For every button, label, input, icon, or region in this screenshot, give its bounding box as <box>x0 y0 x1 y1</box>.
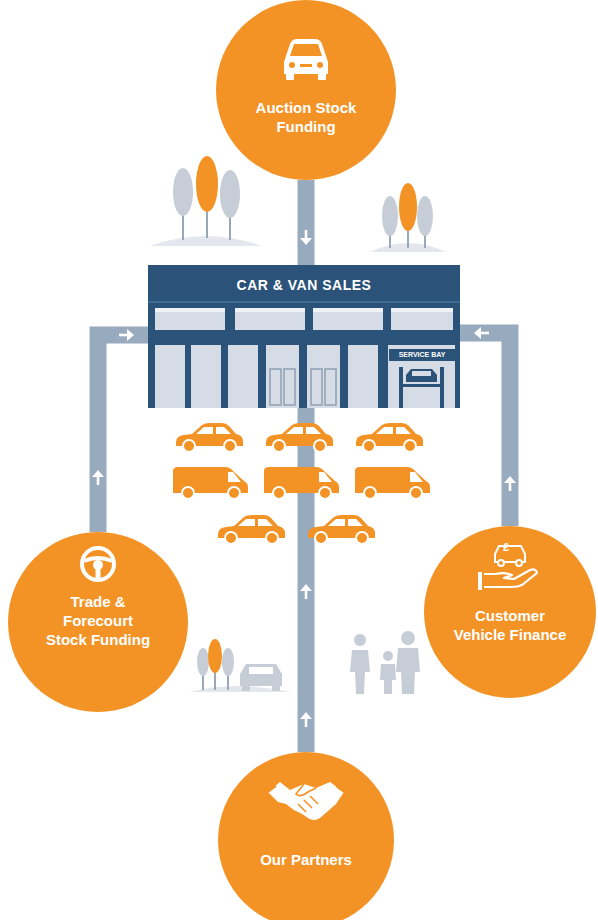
car-rows-part <box>176 423 243 452</box>
circle-fill <box>216 0 396 180</box>
node-label: Trade & Forecourt Stock Funding <box>42 592 154 649</box>
sign-text: SERVICE BAY <box>389 349 455 361</box>
trees-car-bottom-left-part <box>240 664 282 686</box>
arrow-stem <box>305 590 308 599</box>
arrow-tip <box>300 238 312 245</box>
text-block: Customer Vehicle Finance <box>448 606 572 644</box>
car-rows-part <box>266 423 333 452</box>
trees-top-right-part <box>382 196 398 236</box>
text-block: SERVICE BAY <box>389 349 455 361</box>
arrow-stem <box>305 230 308 239</box>
trees-car-bottom-left-part <box>222 648 234 676</box>
partners-circle: Our Partners <box>218 752 394 920</box>
flow-band-path <box>298 408 315 752</box>
trees-top-right-part <box>399 183 417 231</box>
car-rows-part <box>355 467 430 499</box>
building-art <box>148 265 460 408</box>
arrow-stem <box>480 332 489 335</box>
flow-band-path <box>460 333 510 526</box>
family-figures-part <box>354 634 366 646</box>
flow-band <box>460 327 516 526</box>
arrow-head <box>300 712 312 727</box>
family-figures-part <box>380 664 396 694</box>
arrow-head <box>474 327 489 339</box>
trees-car-bottom-left-part <box>249 667 273 674</box>
text-block: CAR & VAN SALES <box>148 276 460 294</box>
car-rows-part <box>264 467 339 499</box>
car-rows <box>173 423 430 544</box>
circle-fill <box>218 752 394 920</box>
arrow-tip <box>300 712 312 719</box>
showroom-building: CAR & VAN SALES SERVICE BAY <box>148 265 460 408</box>
trees-car-bottom-left-part <box>197 648 209 676</box>
funding-circle: Trade & Forecourt Stock Funding <box>8 532 188 712</box>
arrow-stem <box>305 718 308 727</box>
arrow-stem <box>119 334 128 337</box>
circle-shape <box>216 0 396 180</box>
node-label: Customer Vehicle Finance <box>448 606 572 644</box>
family-figures-part <box>401 631 415 645</box>
node-label: CAR & VAN SALES <box>148 276 460 294</box>
family-figures <box>350 631 420 694</box>
trees-car-bottom-left <box>190 639 292 692</box>
family-figures-part <box>396 648 420 694</box>
car-rows-part <box>218 515 285 544</box>
flow-band-path <box>298 180 315 265</box>
trees-car-bottom-left-part <box>190 686 292 692</box>
arrow-head <box>300 230 312 245</box>
text-block: Trade & Forecourt Stock Funding <box>42 592 154 649</box>
node-label: Our Partners <box>231 850 381 869</box>
funding-circle: Auction Stock Funding <box>216 0 396 180</box>
sign-fill <box>389 349 455 361</box>
node-label: Auction Stock Funding <box>246 98 366 136</box>
trees-top-right <box>370 183 446 252</box>
arrow-tip <box>300 584 312 591</box>
family-figures-part <box>350 650 370 694</box>
arrow-head <box>300 584 312 599</box>
trees-car-bottom-left-part <box>242 685 250 691</box>
flow-band <box>300 408 312 752</box>
car-rows-part <box>173 467 248 499</box>
arrow-stem <box>509 482 512 491</box>
flow-band <box>300 180 312 265</box>
trees-top-right-part <box>417 196 433 236</box>
car-rows-part <box>308 515 375 544</box>
circle-fill <box>8 532 188 712</box>
arrow-tip <box>504 476 516 483</box>
finance-circle: Customer Vehicle Finance <box>424 526 596 698</box>
arrow-tip <box>474 327 481 339</box>
trees-top-left-part <box>220 170 240 218</box>
trees-car-bottom-left-part <box>208 639 222 673</box>
circle-icon <box>268 782 344 820</box>
flow-band-path <box>98 335 148 532</box>
arrow-head <box>92 470 104 485</box>
arrow-head <box>119 329 134 341</box>
trees-top-left <box>150 156 262 246</box>
service-sign: SERVICE BAY <box>389 349 455 361</box>
trees-car-bottom-left-part <box>272 685 280 691</box>
family-figures-part <box>383 651 393 661</box>
circle-icon <box>284 39 328 80</box>
arrow-tip <box>127 329 134 341</box>
currency-symbol: £ <box>503 540 509 554</box>
trees-top-left-part <box>196 156 218 212</box>
trees-top-left-part <box>173 168 193 216</box>
flow-band <box>92 329 148 532</box>
circle-fill <box>424 526 596 698</box>
text-block: Auction Stock Funding <box>246 98 366 136</box>
arrow-tip <box>92 470 104 477</box>
circle-shape <box>218 752 394 920</box>
arrow-head <box>504 476 516 491</box>
arrow-stem <box>97 476 100 485</box>
circle-icon <box>82 548 114 580</box>
text-block: Our Partners <box>231 850 381 869</box>
car-rows-part <box>356 423 423 452</box>
